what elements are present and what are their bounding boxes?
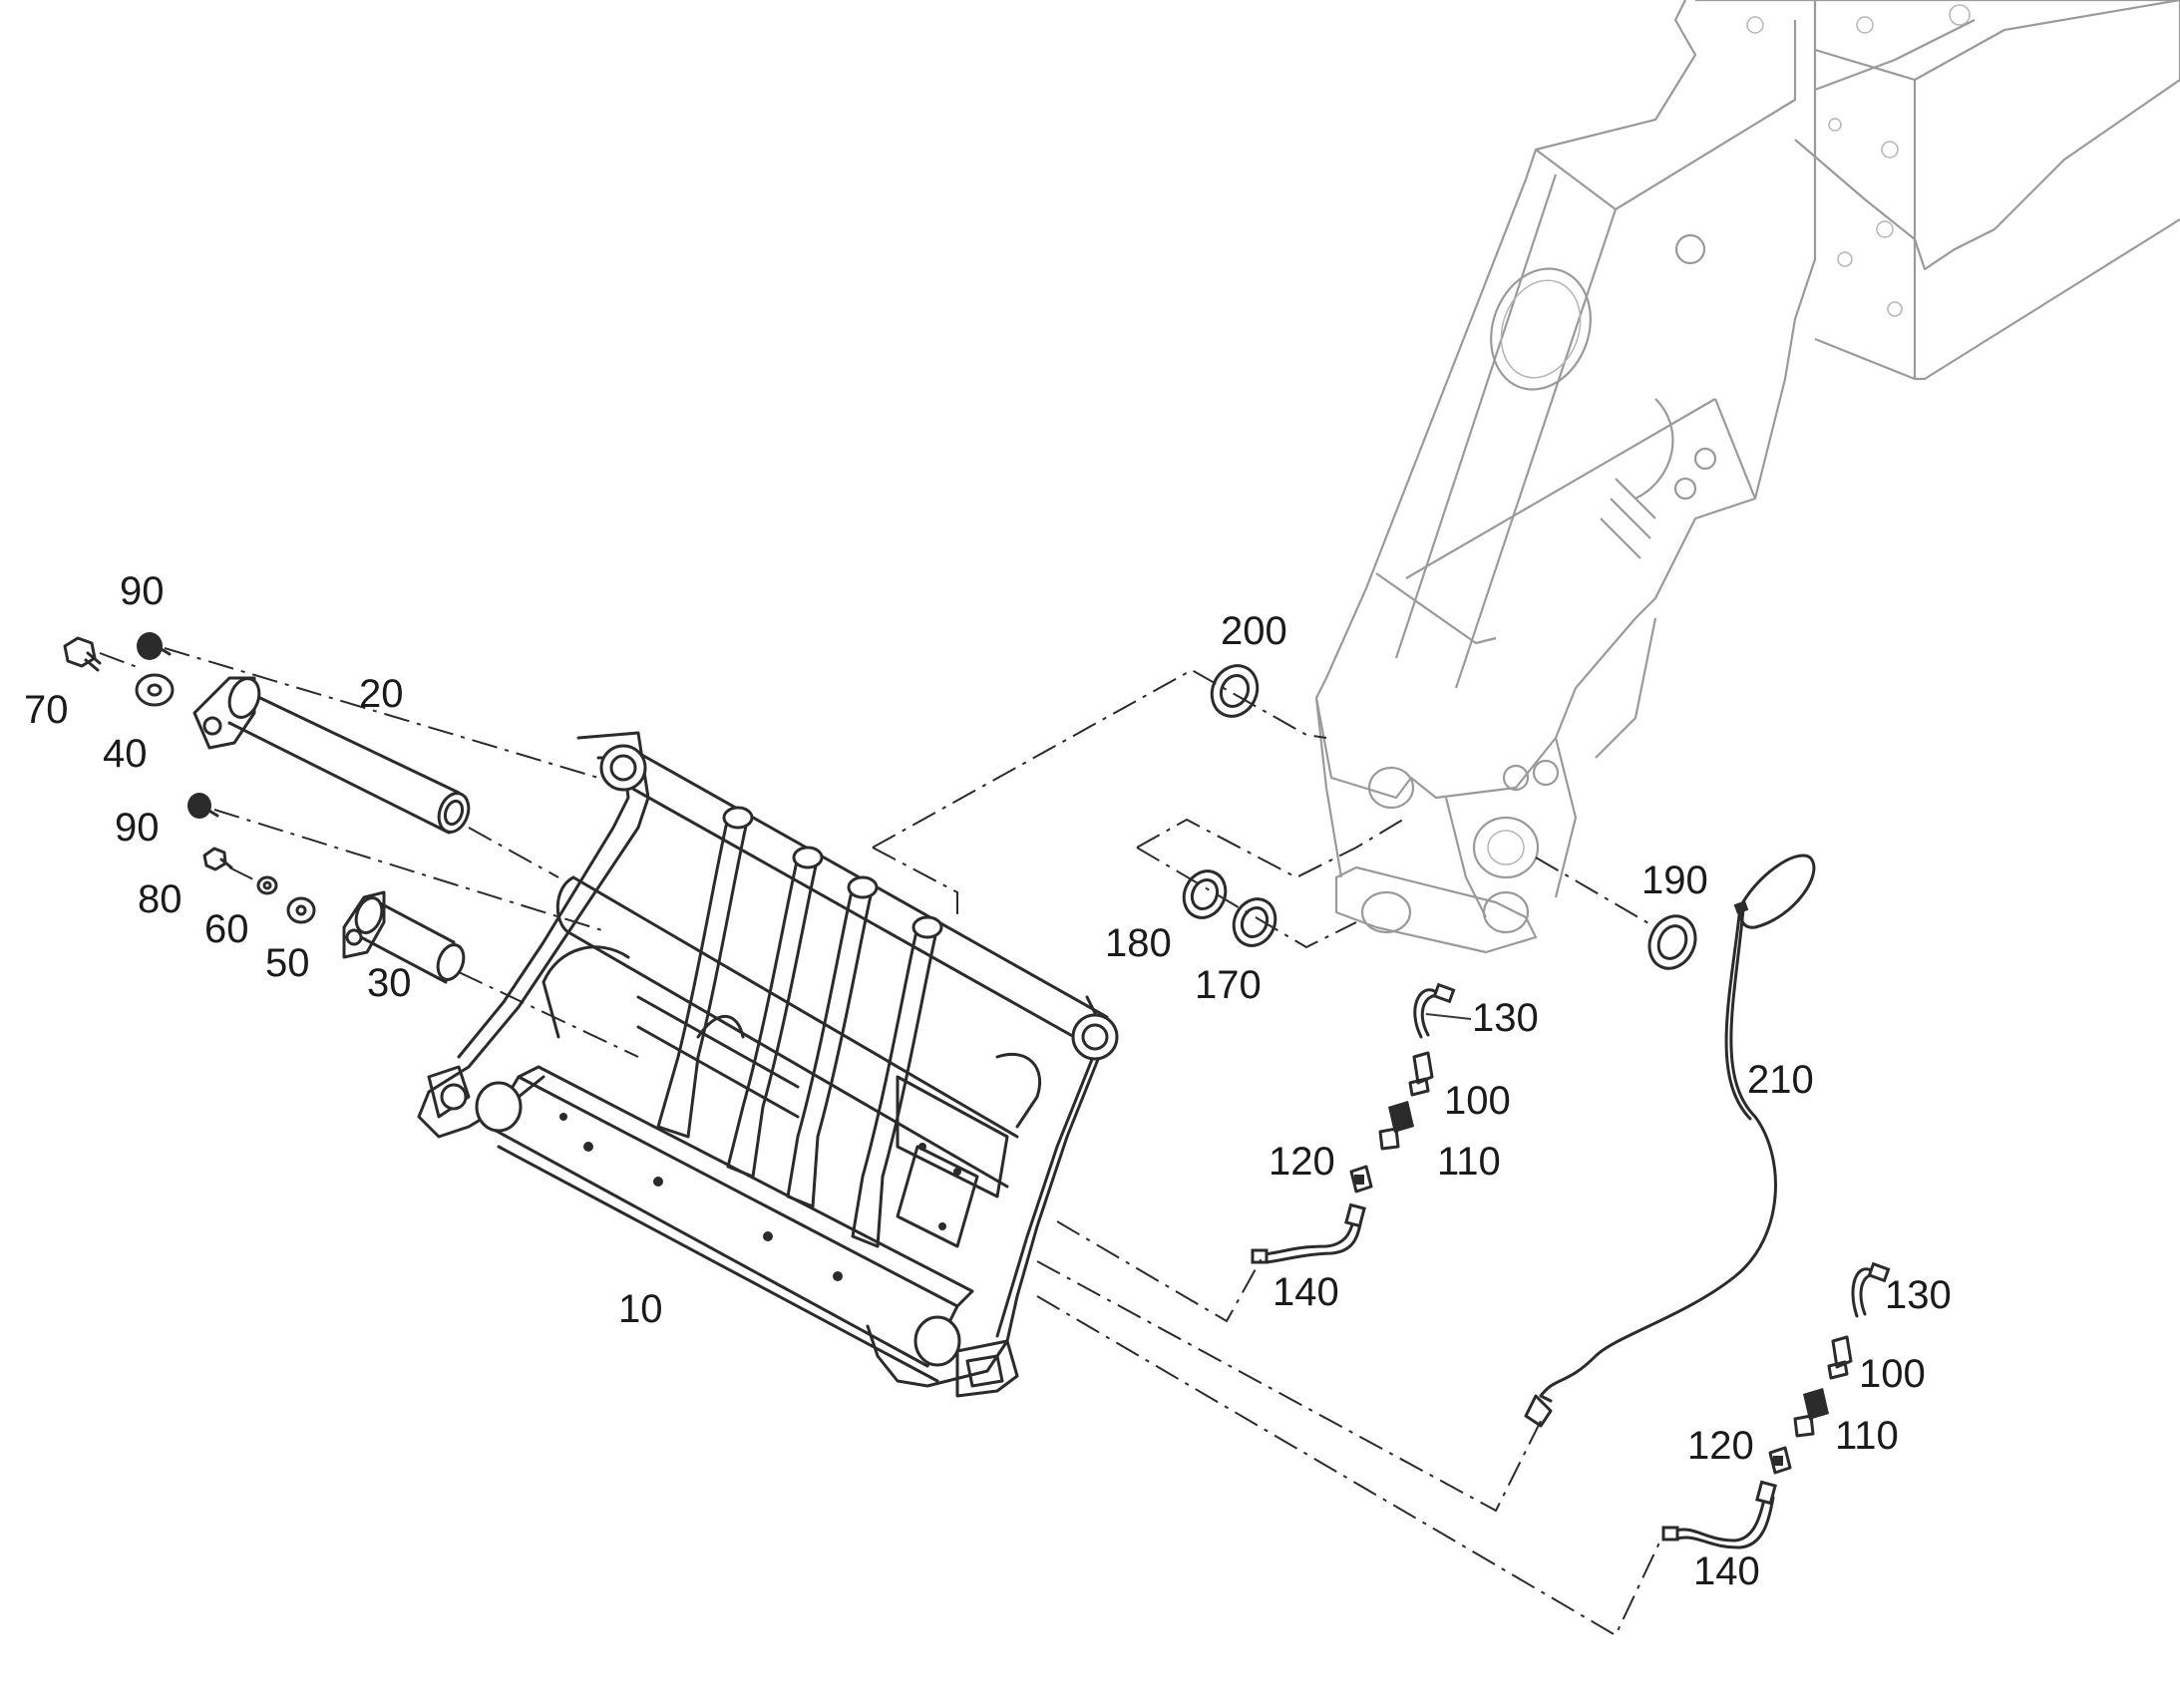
callout-140-a[interactable]: 140 (1272, 1270, 1339, 1314)
callout-210[interactable]: 210 (1747, 1058, 1814, 1102)
fitting-100-b[interactable] (1827, 1335, 1853, 1380)
callout-80[interactable]: 80 (138, 877, 182, 921)
shim-200[interactable] (1204, 658, 1266, 724)
boom-arm (1314, 0, 2180, 954)
washer-60[interactable] (256, 875, 278, 895)
shim-190[interactable] (1641, 908, 1704, 976)
callout-20[interactable]: 20 (359, 672, 404, 716)
pin-20[interactable] (192, 674, 474, 836)
washer-40[interactable] (135, 673, 175, 707)
hose-140-b[interactable] (1661, 1480, 1777, 1549)
callout-60[interactable]: 60 (204, 907, 249, 951)
callout-200[interactable]: 200 (1221, 609, 1287, 653)
cable-210[interactable] (1524, 854, 1816, 1428)
callout-110-b[interactable]: 110 (1835, 1414, 1899, 1458)
callout-140-b[interactable]: 140 (1693, 1549, 1760, 1593)
pin-30[interactable] (342, 890, 468, 984)
callout-170[interactable]: 170 (1195, 963, 1262, 1007)
callout-100-a[interactable]: 100 (1444, 1079, 1511, 1123)
bolt-70[interactable] (63, 636, 102, 672)
fitting-110-a[interactable] (1378, 1101, 1414, 1151)
callout-120-b[interactable]: 120 (1687, 1424, 1754, 1468)
hose-130-b[interactable] (1851, 1261, 1891, 1318)
callout-100-b[interactable]: 100 (1859, 1352, 1926, 1396)
hose-140-a[interactable] (1251, 1202, 1366, 1264)
callout-70[interactable]: 70 (24, 688, 69, 732)
callout-190[interactable]: 190 (1641, 858, 1708, 902)
callout-130-a[interactable]: 130 (1472, 996, 1539, 1040)
callout-10[interactable]: 10 (618, 1287, 663, 1331)
fitting-90-lower[interactable] (187, 793, 219, 819)
callout-110-a[interactable]: 110 (1437, 1140, 1501, 1184)
fitting-90-upper[interactable] (137, 632, 172, 660)
adapter-120-a[interactable] (1349, 1165, 1373, 1194)
callout-50[interactable]: 50 (265, 941, 310, 985)
shim-180[interactable] (1177, 864, 1234, 924)
callout-120-a[interactable]: 120 (1269, 1140, 1335, 1184)
callout-30[interactable]: 30 (367, 961, 412, 1005)
assembly-lines (99, 647, 1661, 1637)
callout-90-upper[interactable]: 90 (120, 569, 165, 613)
callout-130-b[interactable]: 130 (1885, 1273, 1952, 1317)
callout-180[interactable]: 180 (1105, 921, 1172, 965)
callout-90-lower[interactable]: 90 (115, 806, 160, 850)
callout-40[interactable]: 40 (103, 732, 148, 776)
bolt-80[interactable] (202, 847, 233, 871)
fitting-100-a[interactable] (1408, 1051, 1434, 1097)
washer-50[interactable] (286, 896, 316, 924)
quick-hitch-frame[interactable] (417, 731, 1119, 1398)
leader-lines (1425, 1013, 1472, 1020)
hose-130-a[interactable] (1413, 982, 1456, 1039)
adapter-120-b[interactable] (1768, 1446, 1792, 1475)
shim-170[interactable] (1227, 892, 1283, 952)
fitting-110-b[interactable] (1793, 1388, 1829, 1438)
